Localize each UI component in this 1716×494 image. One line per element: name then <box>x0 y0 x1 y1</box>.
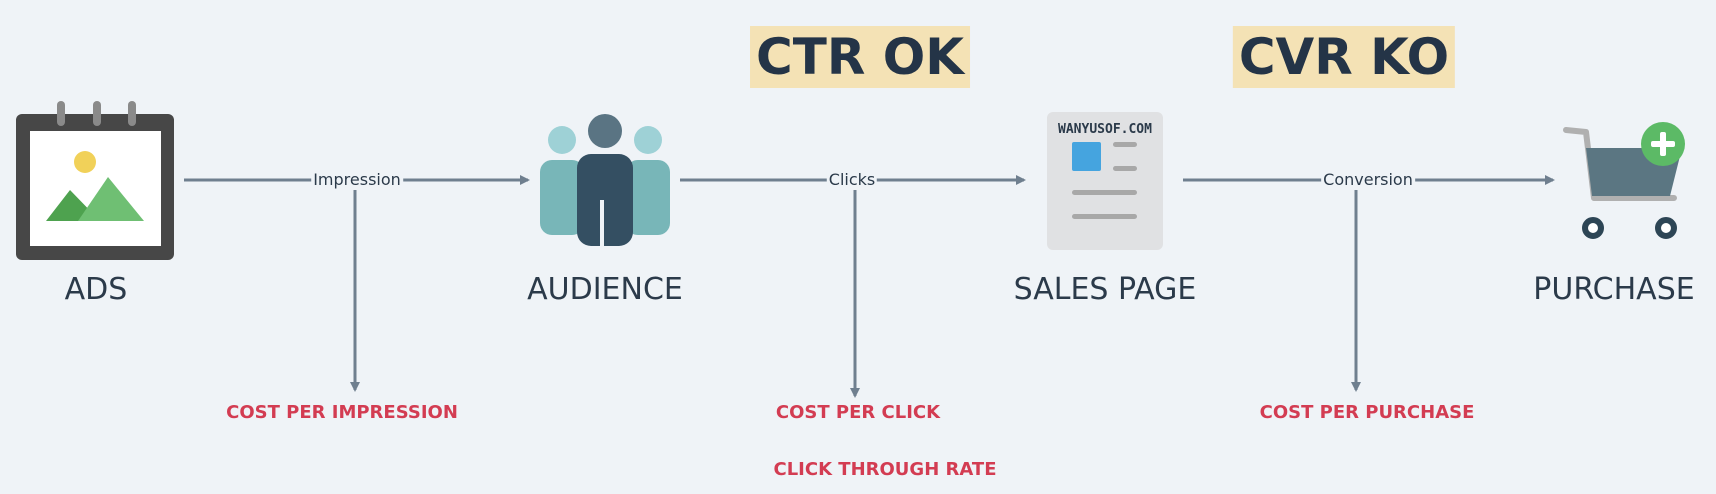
audience-icon <box>540 114 670 246</box>
sales-page-icon: WANYUSOF.COM <box>1047 112 1163 250</box>
ctr-highlight: CTR OK <box>750 26 970 88</box>
plus-icon <box>1641 122 1685 166</box>
ads-label: ADS <box>64 272 128 307</box>
cvr-highlight: CVR KO <box>1232 26 1456 88</box>
audience-label: AUDIENCE <box>527 272 683 307</box>
sales-page-site-text: WANYUSOF.COM <box>1058 122 1152 137</box>
conversion-label: Conversion <box>1321 170 1415 190</box>
cost-per-purchase-metric: COST PER PURCHASE <box>1259 402 1475 423</box>
sales-page-label: SALES PAGE <box>1013 272 1197 307</box>
purchase-label: PURCHASE <box>1533 272 1695 307</box>
ads-icon <box>16 101 174 260</box>
impression-label: Impression <box>311 170 403 190</box>
cost-per-click-metric: COST PER CLICK <box>775 402 941 423</box>
cost-per-impression-metric: COST PER IMPRESSION <box>226 402 458 423</box>
cart-icon <box>1563 122 1685 239</box>
click-through-rate-metric: CLICK THROUGH RATE <box>773 459 997 480</box>
clicks-label: Clicks <box>826 170 878 190</box>
